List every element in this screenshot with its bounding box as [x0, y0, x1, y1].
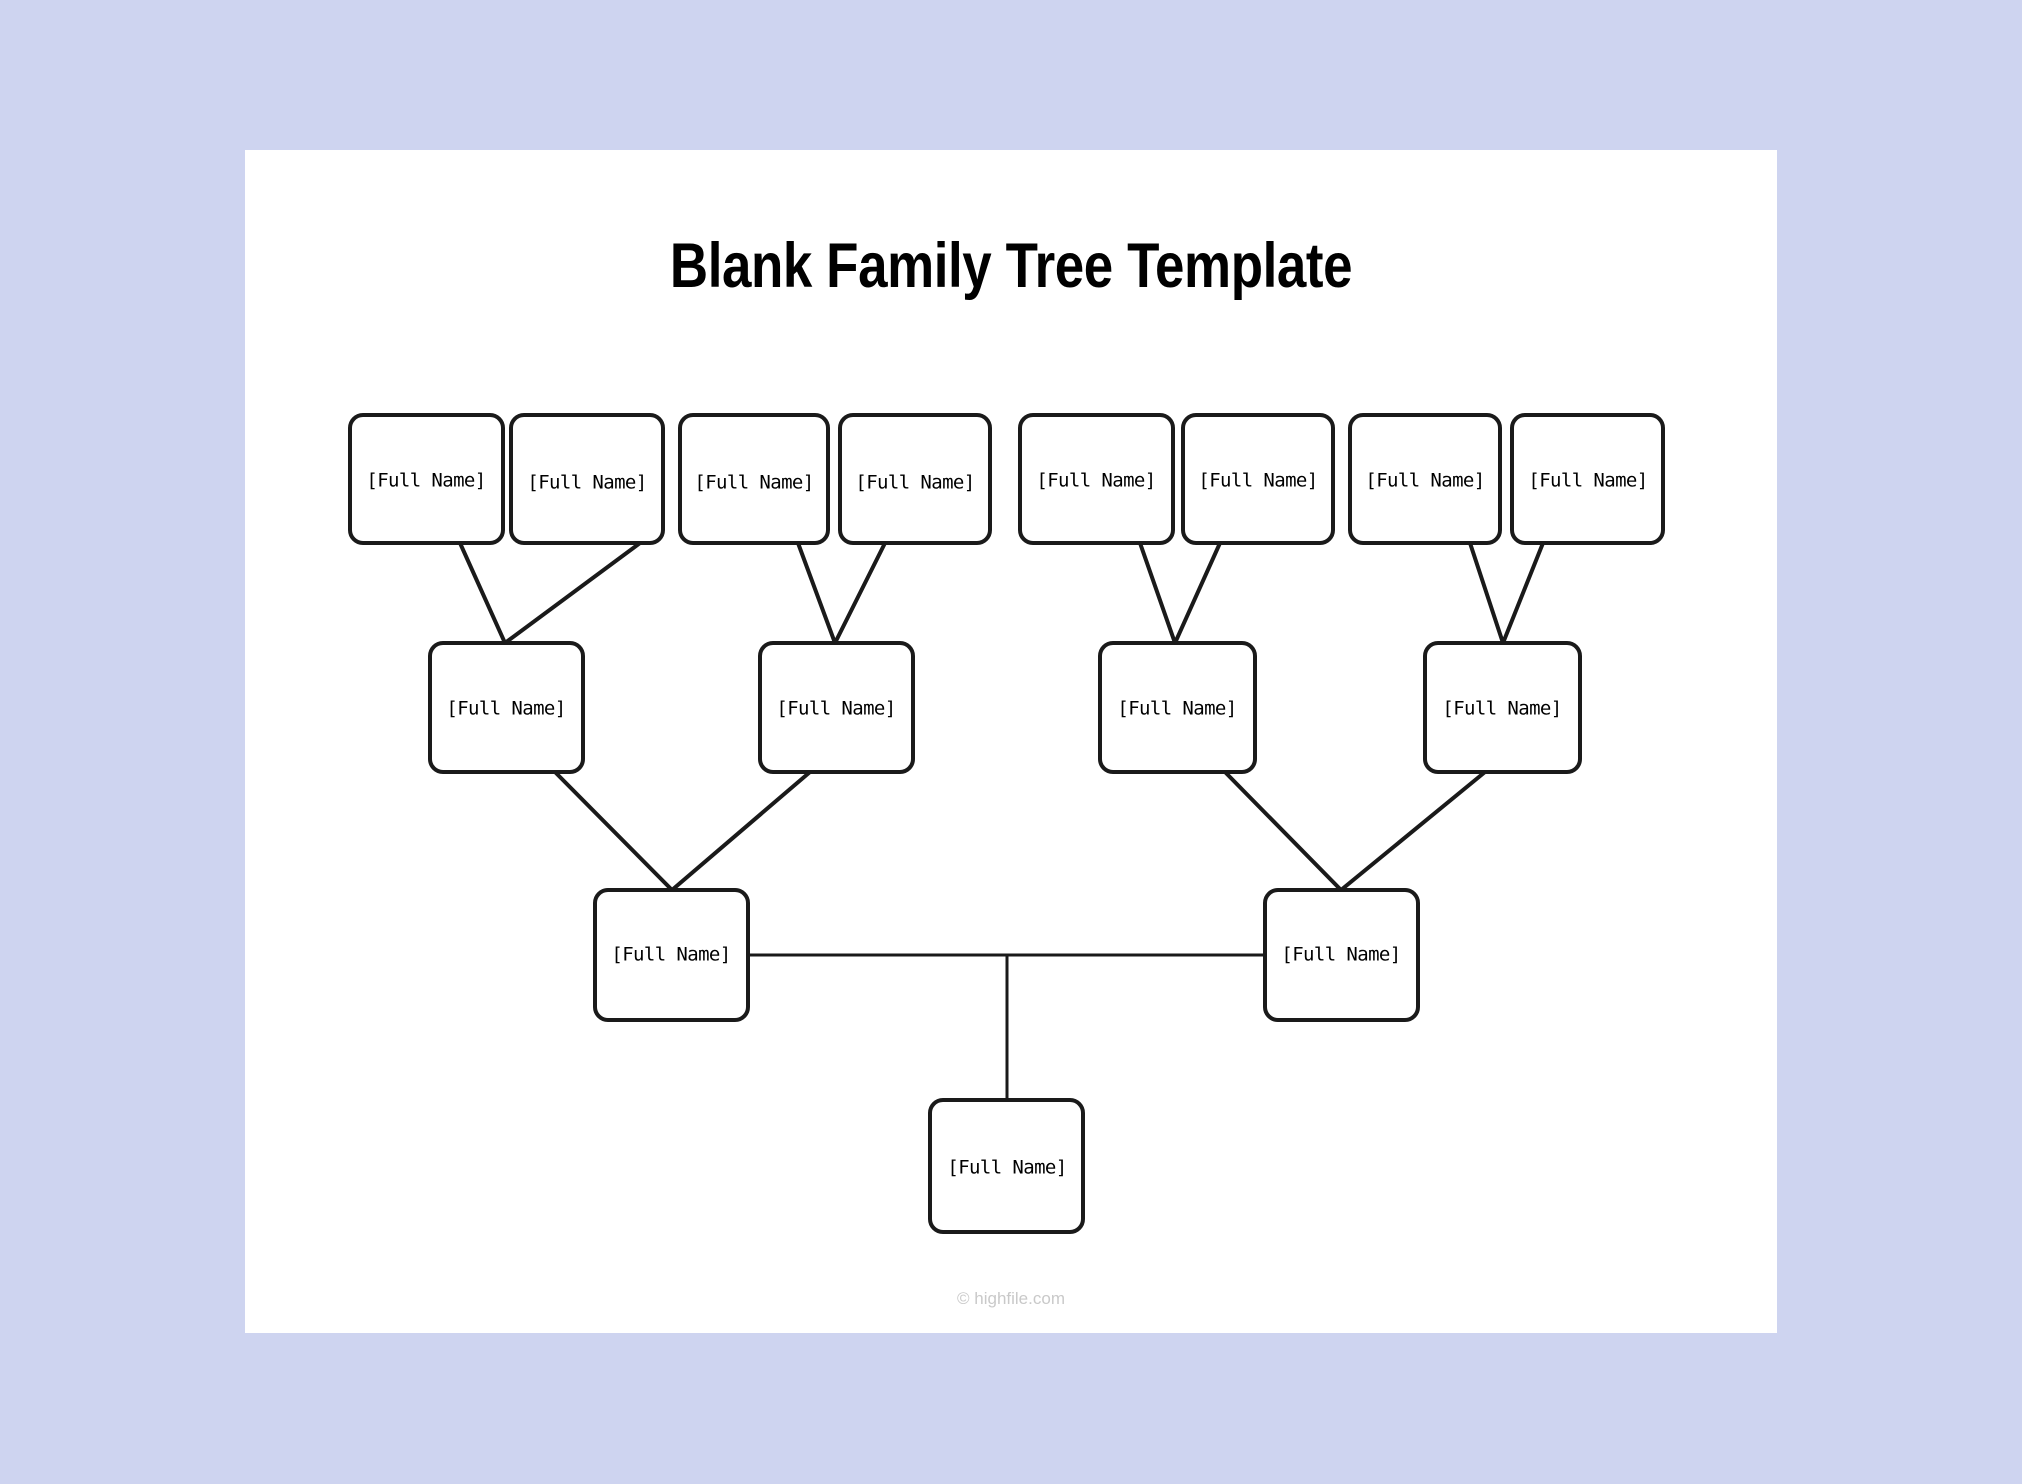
node-label-g2-3: [Full Name] — [1117, 698, 1236, 720]
v-connector-5 — [553, 770, 812, 892]
node-box-g4-1[interactable] — [928, 1098, 1085, 1234]
node-label-g4-1: [Full Name] — [947, 1157, 1066, 1179]
node-label-g1-8: [Full Name] — [1528, 470, 1647, 492]
node-label-g2-1: [Full Name] — [446, 698, 565, 720]
node-g1-8[interactable]: [Full Name] — [1510, 413, 1665, 545]
node-g2-1[interactable]: [Full Name] — [428, 641, 585, 774]
connector-group-generation-1 — [458, 541, 1545, 645]
node-g1-6[interactable]: [Full Name] — [1181, 413, 1335, 545]
node-box-g2-4[interactable] — [1423, 641, 1582, 774]
node-g2-2[interactable]: [Full Name] — [758, 641, 915, 774]
node-label-g1-3: [Full Name] — [694, 472, 813, 494]
node-label-g2-2: [Full Name] — [776, 698, 895, 720]
document-sheet: Blank Family Tree Template — [245, 150, 1777, 1333]
node-label-g1-2: [Full Name] — [527, 472, 646, 494]
v-connector-1 — [458, 541, 642, 645]
node-g1-4[interactable]: [Full Name] — [838, 413, 992, 545]
node-box-g1-5[interactable] — [1018, 413, 1175, 545]
node-label-g1-5: [Full Name] — [1036, 470, 1155, 492]
page-title: Blank Family Tree Template — [669, 231, 1353, 301]
node-box-g1-8[interactable] — [1510, 413, 1665, 545]
row-child: [Full Name] — [928, 1098, 1085, 1234]
footer-credit: © highfile.com — [957, 1289, 1065, 1308]
node-label-g1-1: [Full Name] — [366, 470, 485, 492]
v-connector-4 — [1468, 542, 1545, 644]
node-g2-3[interactable]: [Full Name] — [1098, 641, 1257, 774]
node-label-g2-4: [Full Name] — [1442, 698, 1561, 720]
node-g3-1[interactable]: [Full Name] — [593, 888, 750, 1022]
node-box-g2-1[interactable] — [428, 641, 585, 774]
node-g1-1[interactable]: [Full Name] — [348, 413, 505, 545]
row-great-grandparents: [Full Name] [Full Name] [Full Name] [Ful… — [348, 413, 1665, 545]
node-g3-2[interactable]: [Full Name] — [1263, 888, 1420, 1022]
row-parents: [Full Name] [Full Name] — [593, 888, 1420, 1022]
row-grandparents: [Full Name] [Full Name] [Full Name] [Ful… — [428, 641, 1582, 774]
node-g2-4[interactable]: [Full Name] — [1423, 641, 1582, 774]
node-label-g1-6: [Full Name] — [1198, 470, 1317, 492]
node-g4-1[interactable]: [Full Name] — [928, 1098, 1085, 1234]
node-box-g1-4[interactable] — [838, 413, 992, 545]
node-g1-3[interactable]: [Full Name] — [678, 413, 830, 545]
node-box-g2-3[interactable] — [1098, 641, 1257, 774]
node-box-g2-2[interactable] — [758, 641, 915, 774]
node-box-g1-7[interactable] — [1348, 413, 1502, 545]
connector-group-generation-2 — [553, 770, 1487, 892]
node-box-g1-6[interactable] — [1181, 413, 1335, 545]
node-g1-7[interactable]: [Full Name] — [1348, 413, 1502, 545]
node-box-g3-2[interactable] — [1263, 888, 1420, 1022]
node-g1-5[interactable]: [Full Name] — [1018, 413, 1175, 545]
node-box-g1-3[interactable] — [678, 413, 830, 545]
node-label-g1-7: [Full Name] — [1365, 470, 1484, 492]
family-tree-diagram: [Full Name] [Full Name] [Full Name] [Ful… — [348, 413, 1665, 1234]
connector-group-generation-3 — [748, 953, 1265, 1102]
node-g1-2[interactable]: [Full Name] — [509, 413, 665, 545]
node-label-g3-1: [Full Name] — [611, 944, 730, 966]
v-connector-6 — [1223, 770, 1487, 892]
v-connector-2 — [796, 542, 887, 644]
node-box-g1-1[interactable] — [348, 413, 505, 545]
node-box-g3-1[interactable] — [593, 888, 750, 1022]
node-label-g1-4: [Full Name] — [855, 472, 974, 494]
v-connector-3 — [1138, 542, 1222, 644]
node-label-g3-2: [Full Name] — [1281, 944, 1400, 966]
node-box-g1-2[interactable] — [509, 413, 665, 545]
